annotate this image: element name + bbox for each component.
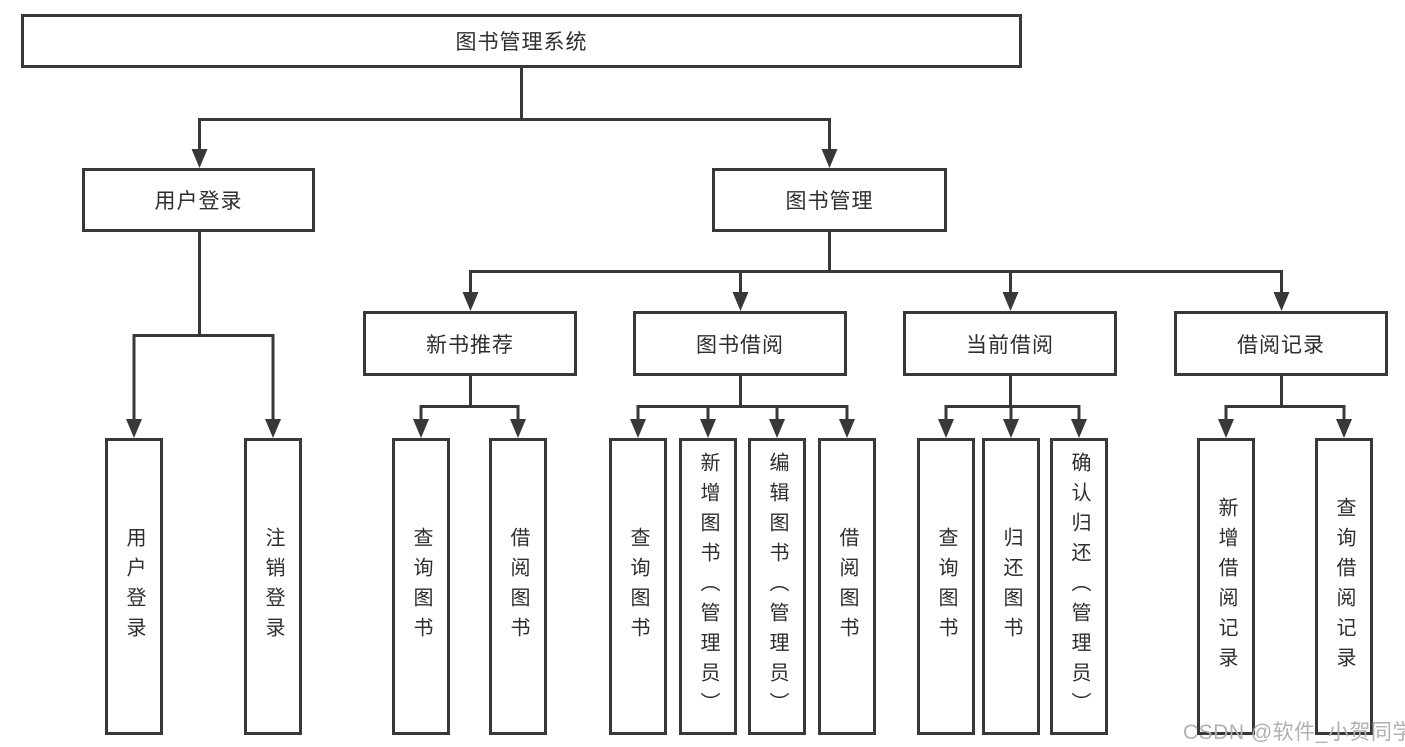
node-leaf-return-book: 归还图书 [982, 438, 1040, 735]
node-leaf-add-book-admin-label: 新增图书（管理员） [697, 451, 719, 722]
node-leaf-logout-label: 注销登录 [262, 526, 284, 647]
arrowhead-icon [126, 149, 1352, 438]
node-leaf-query-books-current-label: 查询图书 [935, 526, 957, 647]
node-leaf-edit-book-admin-label: 编辑图书（管理员） [766, 451, 788, 722]
node-leaf-borrow-books-recommend: 借阅图书 [489, 438, 547, 735]
node-book-borrow-label: 图书借阅 [696, 333, 784, 357]
node-leaf-add-book-admin: 新增图书（管理员） [679, 438, 737, 735]
node-leaf-logout: 注销登录 [244, 438, 302, 735]
node-leaf-add-borrow-record: 新增借阅记录 [1197, 438, 1255, 735]
node-leaf-borrow-book: 借阅图书 [818, 438, 876, 735]
node-borrow-records: 借阅记录 [1174, 311, 1388, 376]
node-book-management-label: 图书管理 [785, 190, 874, 213]
node-leaf-query-borrow-record-label: 查询借阅记录 [1333, 496, 1355, 677]
node-leaf-user-login: 用户登录 [105, 438, 163, 735]
watermark: CSDN @软件_小贺同学 [1183, 721, 1405, 744]
node-root: 图书管理系统 [21, 14, 1022, 68]
node-leaf-add-borrow-record-label: 新增借阅记录 [1215, 496, 1237, 677]
node-leaf-query-books-recommend: 查询图书 [392, 438, 450, 735]
node-user-login: 用户登录 [82, 168, 315, 232]
node-leaf-return-book-label: 归还图书 [1000, 526, 1022, 647]
node-book-borrow: 图书借阅 [633, 311, 847, 376]
node-current-borrow: 当前借阅 [903, 311, 1117, 376]
node-leaf-confirm-return-admin: 确认归还（管理员） [1050, 438, 1108, 735]
connector-line [132, 68, 1346, 421]
node-borrow-records-label: 借阅记录 [1237, 333, 1325, 357]
node-new-book-recommend-label: 新书推荐 [426, 333, 514, 357]
node-new-book-recommend: 新书推荐 [363, 311, 577, 376]
node-user-login-label: 用户登录 [154, 190, 243, 213]
node-leaf-query-books-borrow: 查询图书 [609, 438, 667, 735]
node-leaf-query-books-borrow-label: 查询图书 [627, 526, 649, 647]
node-root-label: 图书管理系统 [455, 31, 588, 54]
node-leaf-edit-book-admin: 编辑图书（管理员） [748, 438, 806, 735]
node-leaf-query-books-current: 查询图书 [917, 438, 975, 735]
node-leaf-borrow-book-label: 借阅图书 [836, 526, 858, 647]
node-leaf-confirm-return-admin-label: 确认归还（管理员） [1068, 451, 1090, 722]
node-leaf-borrow-books-recommend-label: 借阅图书 [507, 526, 529, 647]
node-book-management: 图书管理 [712, 168, 947, 232]
node-leaf-query-books-recommend-label: 查询图书 [410, 526, 432, 647]
node-leaf-query-borrow-record: 查询借阅记录 [1315, 438, 1373, 735]
node-leaf-user-login-label: 用户登录 [123, 526, 145, 647]
node-current-borrow-label: 当前借阅 [966, 333, 1054, 357]
